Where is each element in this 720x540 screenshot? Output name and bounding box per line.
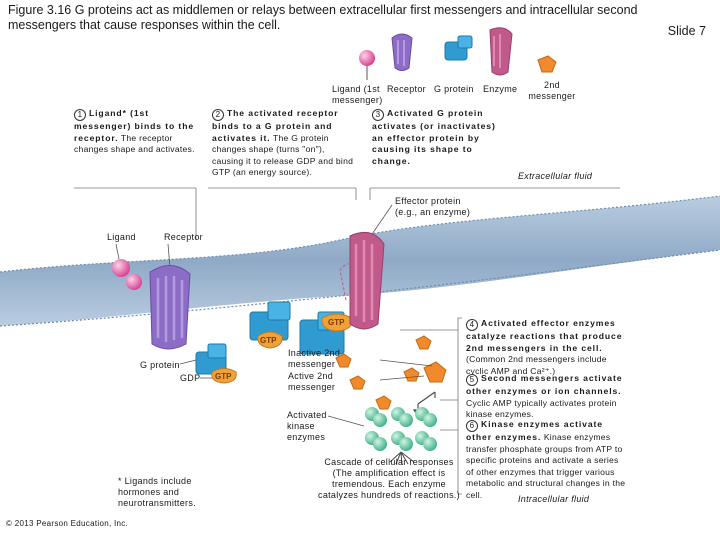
legend-ligand-label: Ligand (1st messenger) <box>332 84 383 105</box>
cascade-fan <box>389 451 415 466</box>
second-messengers <box>335 335 447 410</box>
copyright: © 2013 Pearson Education, Inc. <box>6 519 129 528</box>
receptor-protein <box>126 265 191 350</box>
gdp-label: GDP <box>180 373 201 383</box>
footnote: * Ligands include hormones and neurotran… <box>118 476 196 508</box>
gtp-badge-3 <box>211 368 237 384</box>
legend-g-protein-label: G protein <box>434 84 474 94</box>
ligand-label: Ligand <box>107 232 136 242</box>
focus-2nd-messenger <box>423 361 447 383</box>
effector-protein-label: Effector protein (e.g., an enzyme) <box>395 196 471 217</box>
cascade-label: Cascade of cellular responses (The ampli… <box>318 457 460 500</box>
gtp-label-1: GTP <box>260 336 277 345</box>
active-2nd-messenger-label: Active 2nd messenger <box>288 371 336 392</box>
gtp-badge-2 <box>321 313 353 332</box>
g-protein-activated <box>249 301 291 341</box>
legend-receptor-label: Receptor <box>387 84 426 94</box>
legend-2nd-messenger-label: 2nd messenger <box>528 80 576 101</box>
g-protein-gdp <box>195 343 227 375</box>
legend-g-protein-icon <box>444 35 473 61</box>
legend-ligand-icon <box>359 50 375 80</box>
slide-number: Slide 7 <box>667 24 706 38</box>
figure-title: Figure 3.16 G proteins act as middlemen … <box>8 3 638 32</box>
legend-receptor-icon <box>391 33 413 71</box>
effector-enzyme <box>349 231 385 330</box>
legend-enzyme-label: Enzyme <box>483 84 518 94</box>
receptor-label: Receptor <box>164 232 203 242</box>
activated-kinase-label: Activated kinase enzymes <box>287 410 327 442</box>
legend-enzyme-icon <box>489 27 513 76</box>
g-protein-label: G protein <box>140 360 180 370</box>
intracellular-fluid-label: Intracellular fluid <box>518 494 590 504</box>
kinase-enzymes <box>365 407 437 451</box>
gtp-label-3: GTP <box>215 372 232 381</box>
bound-ligand <box>126 274 142 290</box>
extracellular-fluid-label: Extracellular fluid <box>518 171 593 181</box>
gtp-badge-1 <box>257 331 283 349</box>
inactive-2nd-messenger-label: Inactive 2nd messenger <box>288 348 341 369</box>
steps-bracket <box>457 317 462 495</box>
legend-2nd-messenger-icon <box>537 55 557 73</box>
ligand-molecule <box>112 243 130 277</box>
gtp-label-2: GTP <box>328 318 345 327</box>
receptor-pointer-line <box>167 243 171 269</box>
